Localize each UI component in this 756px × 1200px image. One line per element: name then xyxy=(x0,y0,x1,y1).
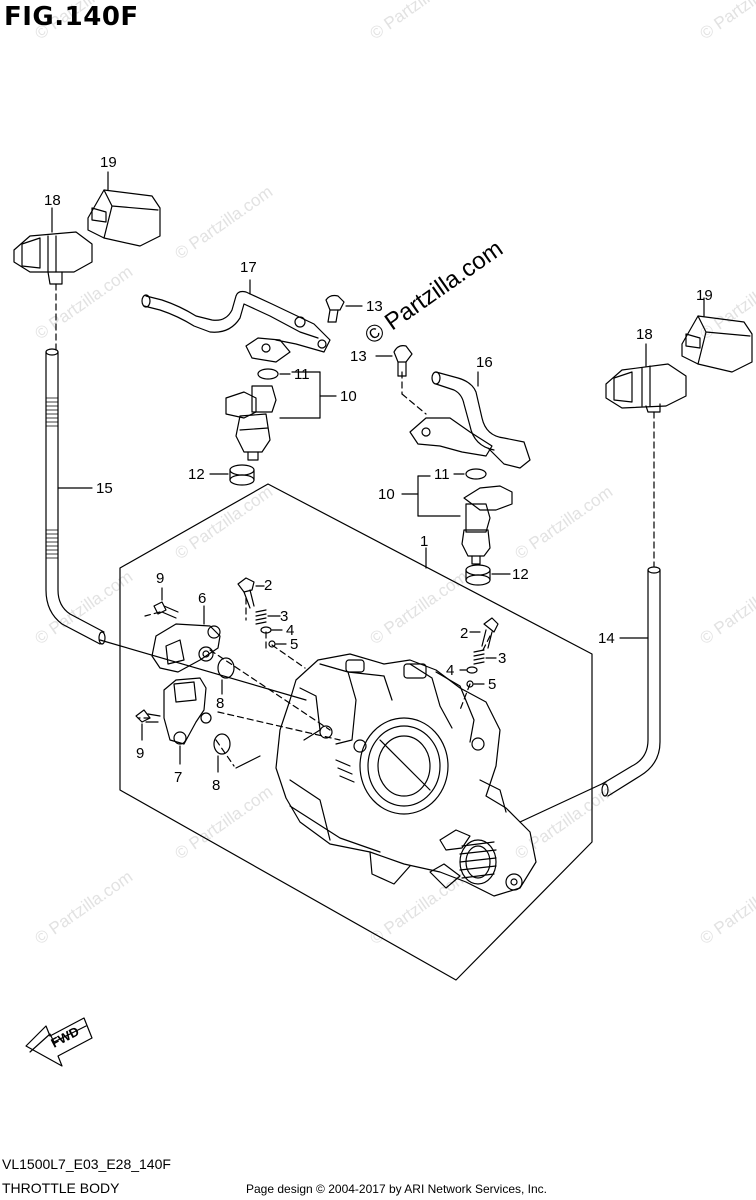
injector-10-right xyxy=(401,475,513,565)
figure-name: THROTTLE BODY xyxy=(2,1180,120,1196)
callout-8: 8 xyxy=(216,695,224,712)
fuel-pipe-16 xyxy=(409,371,531,469)
watermark: © Partzilla.com xyxy=(366,0,471,43)
leader-line xyxy=(99,639,307,701)
callout-3: 3 xyxy=(498,650,506,667)
screw-13-upper xyxy=(325,294,363,323)
o-ring-8-upper xyxy=(217,657,235,679)
figure-title: FIG.140F xyxy=(4,2,139,32)
callout-13: 13 xyxy=(350,348,367,365)
callout-5: 5 xyxy=(290,636,298,653)
screw-2-right xyxy=(469,617,499,649)
watermark: © Partzilla.com xyxy=(366,567,471,648)
callout-12: 12 xyxy=(188,466,205,483)
callout-19: 19 xyxy=(100,154,117,171)
fuel-hose-14 xyxy=(601,566,661,797)
connector-19-right xyxy=(681,297,753,373)
callout-8: 8 xyxy=(212,777,220,794)
o-ring-11-right xyxy=(465,468,487,480)
watermark: © Partzilla.com xyxy=(696,567,756,648)
figure-code: VL1500L7_E03_E28_140F xyxy=(2,1156,171,1172)
assembly-outline xyxy=(119,483,593,981)
o-ring-8-lower xyxy=(213,733,231,755)
watermark-layer: © Partzilla.com © Partzilla.com © Partzi… xyxy=(31,0,756,948)
leader-line xyxy=(519,781,607,823)
watermark: © Partzilla.com xyxy=(511,782,616,863)
callout-7: 7 xyxy=(174,769,182,786)
fwd-arrow xyxy=(25,1017,93,1067)
callout-3: 3 xyxy=(280,608,288,625)
callout-11: 11 xyxy=(294,366,310,383)
callout-4: 4 xyxy=(286,622,294,639)
callout-12: 12 xyxy=(512,566,529,583)
callout-16: 16 xyxy=(476,354,493,371)
callout-9: 9 xyxy=(136,745,144,762)
o-ring-11-left xyxy=(257,368,279,380)
central-watermark: © Partzilla.com xyxy=(360,235,508,350)
callout-numbers: 1 2 2 3 3 4 4 5 5 6 7 8 8 9 9 10 10 11 1… xyxy=(44,154,713,794)
leader-line xyxy=(235,755,261,769)
screw-2-left xyxy=(237,577,265,609)
nut-5-left xyxy=(268,640,276,648)
collar-12-left xyxy=(209,464,255,486)
callout-10: 10 xyxy=(378,486,395,503)
injector-10-left xyxy=(225,371,337,461)
watermark: © Partzilla.com xyxy=(31,867,136,948)
throttle-body xyxy=(275,653,537,897)
sensor-7 xyxy=(163,677,212,765)
callout-2: 2 xyxy=(460,625,468,642)
callout-6: 6 xyxy=(198,590,206,607)
connector-19-left xyxy=(87,171,161,247)
connector-18-left xyxy=(13,207,93,285)
callout-18: 18 xyxy=(44,192,61,209)
callout-4: 4 xyxy=(446,662,454,679)
washer-4-left xyxy=(260,626,272,634)
sensor-6 xyxy=(151,605,221,673)
watermark: © Partzilla.com xyxy=(171,782,276,863)
callout-15: 15 xyxy=(96,480,113,497)
callout-9: 9 xyxy=(156,570,164,587)
callout-18: 18 xyxy=(636,326,653,343)
screw-9-upper xyxy=(153,587,179,619)
watermark: © Partzilla.com xyxy=(31,262,136,343)
copyright-credit: Page design © 2004-2017 by ARI Network S… xyxy=(246,1182,548,1196)
watermark: © Partzilla.com xyxy=(696,867,756,948)
screw-13-lower xyxy=(375,345,413,377)
fuel-hose-15 xyxy=(45,348,106,645)
watermark: © Partzilla.com xyxy=(171,182,276,263)
fuel-pipe-17 xyxy=(141,279,331,363)
nut-5-right xyxy=(466,680,474,688)
callout-19: 19 xyxy=(696,287,713,304)
spring-3-left xyxy=(255,609,281,625)
callout-11: 11 xyxy=(434,466,450,483)
spring-3-right xyxy=(473,649,497,665)
connector-18-right xyxy=(605,343,687,413)
callout-1: 1 xyxy=(420,533,428,550)
callout-10: 10 xyxy=(340,388,357,405)
callout-17: 17 xyxy=(240,259,257,276)
watermark: © Partzilla.com xyxy=(171,482,276,563)
collar-12-right xyxy=(465,564,511,586)
callout-13: 13 xyxy=(366,298,383,315)
callout-5: 5 xyxy=(488,676,496,693)
watermark: © Partzilla.com xyxy=(696,0,756,43)
callout-2: 2 xyxy=(264,577,272,594)
watermark: © Partzilla.com xyxy=(511,482,616,563)
screw-9-lower xyxy=(135,709,161,741)
callout-14: 14 xyxy=(598,630,615,647)
washer-4-right xyxy=(466,666,478,674)
